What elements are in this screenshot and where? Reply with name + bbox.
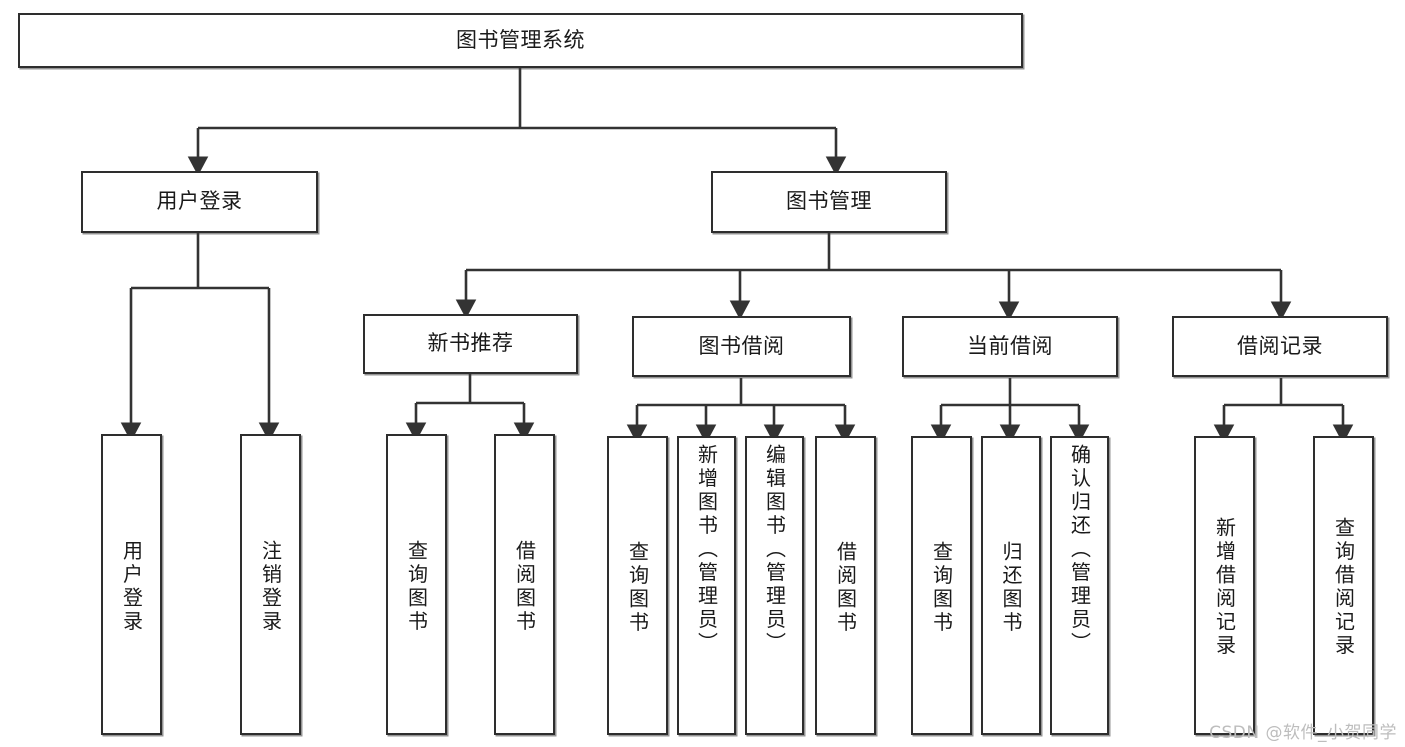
- node-new-book-recommend[interactable]: 新书推荐: [363, 314, 578, 374]
- node-leaf-return-book-label: 归还图书: [999, 540, 1023, 635]
- node-leaf-edit-book-admin[interactable]: 编辑图书（管理员）: [745, 436, 804, 735]
- node-user-login[interactable]: 用户登录: [81, 171, 318, 233]
- node-leaf-query-book-2-label: 查询图书: [625, 540, 650, 635]
- node-user-login-label: 用户登录: [156, 189, 243, 214]
- node-leaf-borrow-book-1[interactable]: 借阅图书: [494, 434, 555, 735]
- node-borrow-record-label: 借阅记录: [1237, 333, 1323, 358]
- node-leaf-confirm-return-admin[interactable]: 确认归还（管理员）: [1050, 436, 1109, 735]
- node-leaf-logout-login-label: 注销登录: [258, 539, 283, 634]
- node-leaf-return-book[interactable]: 归还图书: [981, 436, 1041, 735]
- node-leaf-query-borrow-record-label: 查询借阅记录: [1331, 517, 1356, 658]
- node-root[interactable]: 图书管理系统: [18, 13, 1023, 68]
- node-book-management-label: 图书管理: [786, 189, 872, 214]
- node-leaf-borrow-book-2-label: 借阅图书: [833, 540, 858, 635]
- node-current-borrow-label: 当前借阅: [967, 333, 1053, 358]
- node-leaf-add-borrow-record-label: 新增借阅记录: [1212, 517, 1237, 658]
- node-book-borrow-label: 图书借阅: [698, 333, 785, 358]
- watermark-text: CSDN @软件_小贺同学: [1209, 723, 1397, 743]
- node-leaf-query-book-1[interactable]: 查询图书: [386, 434, 447, 735]
- node-leaf-confirm-return-admin-label: 确认归还（管理员）: [1067, 444, 1092, 656]
- node-leaf-query-book-3-label: 查询图书: [929, 540, 954, 635]
- node-leaf-borrow-book-2[interactable]: 借阅图书: [815, 436, 876, 735]
- node-leaf-user-login-label: 用户登录: [119, 539, 144, 634]
- node-book-borrow[interactable]: 图书借阅: [632, 316, 851, 377]
- node-leaf-query-book-3[interactable]: 查询图书: [911, 436, 972, 735]
- node-leaf-logout-login[interactable]: 注销登录: [240, 434, 301, 735]
- node-root-label: 图书管理系统: [456, 27, 585, 52]
- node-leaf-borrow-book-1-label: 借阅图书: [512, 539, 537, 634]
- node-leaf-add-book-admin[interactable]: 新增图书（管理员）: [677, 436, 736, 735]
- node-borrow-record[interactable]: 借阅记录: [1172, 316, 1388, 377]
- node-leaf-edit-book-admin-label: 编辑图书（管理员）: [762, 444, 787, 656]
- node-leaf-user-login[interactable]: 用户登录: [101, 434, 162, 735]
- node-current-borrow[interactable]: 当前借阅: [902, 316, 1118, 377]
- node-leaf-query-book-2[interactable]: 查询图书: [607, 436, 668, 735]
- node-leaf-add-borrow-record[interactable]: 新增借阅记录: [1194, 436, 1255, 735]
- node-leaf-add-book-admin-label: 新增图书（管理员）: [694, 444, 719, 656]
- node-leaf-query-book-1-label: 查询图书: [404, 539, 429, 634]
- node-leaf-query-borrow-record[interactable]: 查询借阅记录: [1313, 436, 1374, 735]
- node-new-book-recommend-label: 新书推荐: [427, 331, 514, 356]
- node-book-management[interactable]: 图书管理: [711, 171, 947, 233]
